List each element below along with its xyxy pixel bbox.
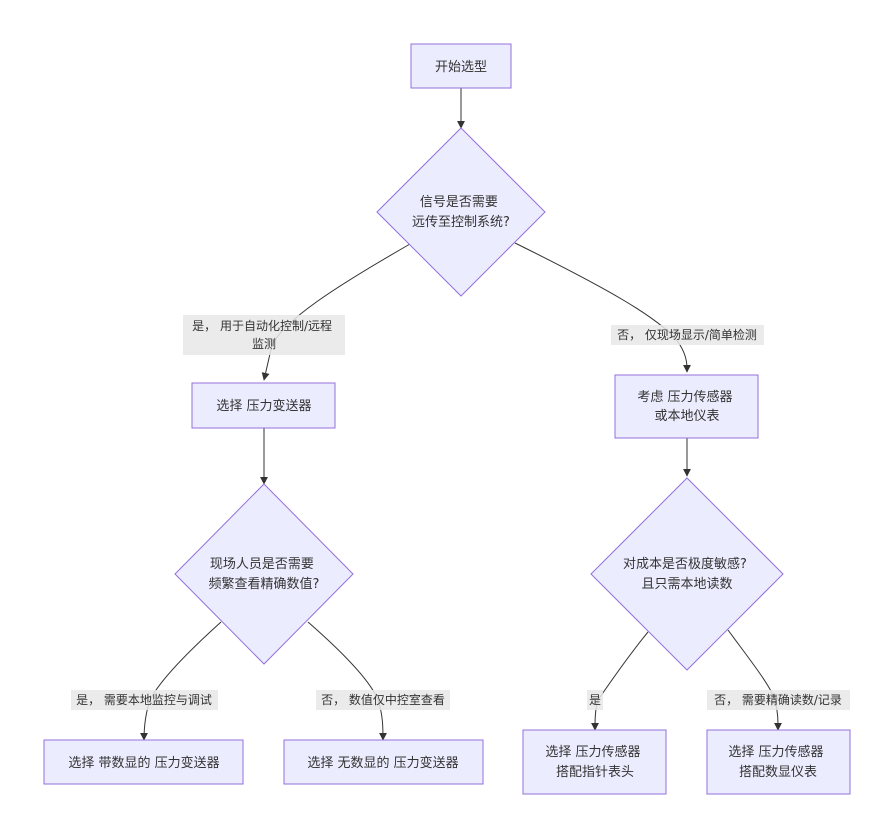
- node-without-display-label: 选择 无数显的 压力变送器: [307, 755, 458, 771]
- node-sensor-needle: 选择 压力传感器 搭配指针表头: [522, 729, 667, 795]
- node-transmitter-label: 选择 压力变送器: [216, 398, 311, 414]
- edge-label-yes-local: 是， 需要本地监控与调试: [76, 692, 212, 707]
- edge-label-line: 否， 仅现场显示/简单检测: [617, 327, 757, 342]
- node-with-display-box: [43, 739, 244, 785]
- node-label-line: 或本地仪表: [654, 409, 719, 424]
- node-transmitter: 选择 压力变送器: [191, 382, 336, 429]
- edge-label-no-remote: 否， 仅现场显示/简单检测: [617, 327, 757, 342]
- node-label-line: 信号是否需要: [420, 195, 498, 210]
- node-label-line: 选择 压力变送器: [216, 398, 311, 414]
- node-q-cost-label: 对成本是否极度敏感? 且只需本地读数: [623, 556, 751, 592]
- edge-label-bg-no-remote: [611, 325, 764, 345]
- node-sensor-digital-label: 选择 压力传感器 搭配数显仪表: [728, 744, 827, 780]
- edge-label-bg-yes-local: [71, 690, 218, 710]
- node-q-cost-diamond: [590, 477, 784, 671]
- edge-label-line: 否， 数值仅中控室查看: [321, 692, 445, 707]
- node-start-box: [410, 43, 512, 89]
- edge-q-cost-no: [727, 629, 782, 731]
- node-label-line: 频繁查看精确数值?: [209, 576, 320, 592]
- node-q-local-view: 现场人员是否需要 频繁查看精确数值?: [174, 483, 354, 665]
- edge-q-remote-no: [514, 242, 692, 373]
- node-start: 开始选型: [410, 43, 512, 89]
- edge-label-no-cost: 否， 需要精确读数/记录: [714, 692, 842, 707]
- node-q-local-view-diamond: [174, 483, 354, 665]
- node-q-remote-label: 信号是否需要 远传至控制系统?: [412, 195, 510, 230]
- edge-label-bg-yes-remote: [183, 315, 345, 355]
- edge-label-yes-cost: 是: [589, 693, 601, 707]
- edge-label-yes-remote: 是， 用于自动化控制/远程 监测: [192, 318, 336, 351]
- node-label-line: 且只需本地读数: [641, 577, 732, 592]
- node-label-line: 选择 带数显的 压力变送器: [68, 755, 219, 771]
- node-sensor-digital: 选择 压力传感器 搭配数显仪表: [706, 729, 851, 795]
- node-label-line: 考虑 压力传感器: [637, 389, 732, 405]
- node-start-label: 开始选型: [435, 60, 487, 75]
- node-sensor-digital-box: [706, 729, 851, 795]
- node-label-line: 现场人员是否需要: [210, 557, 314, 572]
- node-transmitter-box: [191, 382, 336, 429]
- node-q-remote: 信号是否需要 远传至控制系统?: [376, 127, 546, 297]
- node-label-line: 选择 无数显的 压力变送器: [307, 755, 458, 771]
- edge-label-bg-no-local: [316, 690, 450, 710]
- node-q-cost: 对成本是否极度敏感? 且只需本地读数: [590, 477, 784, 671]
- node-label-line: 搭配指针表头: [556, 764, 634, 780]
- edge-label-bg-no-cost: [707, 690, 850, 710]
- edge-label-bg-yes-cost: [587, 690, 603, 710]
- edge-q-cost-yes: [591, 631, 649, 731]
- edge-q-local-no: [307, 621, 387, 741]
- node-label-line: 搭配数显仪表: [739, 764, 817, 780]
- node-without-display-box: [283, 739, 484, 785]
- edge-label-line: 否， 需要精确读数/记录: [714, 692, 842, 707]
- edge-q-local-yes: [140, 621, 222, 741]
- node-q-local-view-label: 现场人员是否需要 频繁查看精确数值?: [209, 557, 320, 592]
- edge-label-line: 是， 需要本地监控与调试: [76, 692, 212, 707]
- node-sensor-needle-box: [522, 729, 667, 795]
- node-gauge-or-sensor-box: [614, 374, 759, 439]
- node-sensor-needle-label: 选择 压力传感器 搭配指针表头: [545, 744, 644, 780]
- node-label-line: 开始选型: [435, 60, 487, 75]
- node-q-remote-diamond: [376, 127, 546, 297]
- node-gauge-or-sensor: 考虑 压力传感器 或本地仪表: [614, 374, 759, 439]
- edge-label-line: 是， 用于自动化控制/远程: [192, 318, 332, 333]
- node-without-display: 选择 无数显的 压力变送器: [283, 739, 484, 785]
- node-with-display: 选择 带数显的 压力变送器: [43, 739, 244, 785]
- node-label-line: 选择 压力传感器: [545, 744, 640, 760]
- node-label-line: 对成本是否极度敏感?: [623, 556, 747, 572]
- edge-q-remote-yes: [261, 243, 411, 381]
- node-with-display-label: 选择 带数显的 压力变送器: [68, 755, 219, 771]
- node-gauge-or-sensor-label: 考虑 压力传感器 或本地仪表: [637, 389, 736, 424]
- node-label-line: 选择 压力传感器: [728, 744, 823, 760]
- edge-label-line: 监测: [252, 337, 276, 351]
- edge-label-no-local: 否， 数值仅中控室查看: [321, 692, 445, 707]
- edge-label-line: 是: [589, 693, 601, 707]
- node-label-line: 远传至控制系统?: [412, 215, 510, 230]
